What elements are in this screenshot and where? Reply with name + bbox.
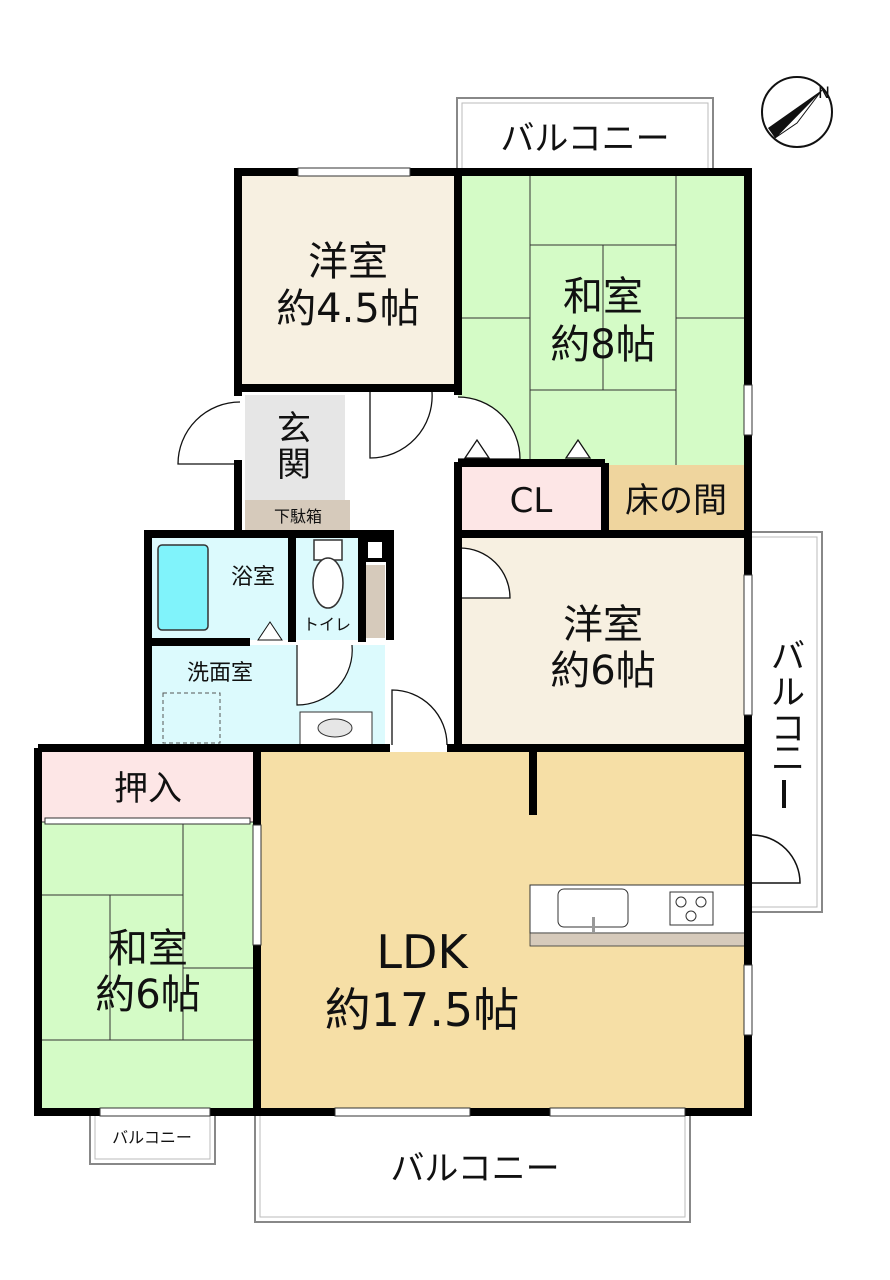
room-label: 浴室 <box>231 565 275 590</box>
room-label: 洋室 <box>563 602 643 648</box>
balcony-right-label: ル <box>771 673 805 713</box>
door-swing <box>296 644 353 706</box>
room-label: 和室 <box>563 274 643 320</box>
room-label: LDK <box>376 925 469 979</box>
room-label: 玄 <box>277 409 311 449</box>
room-western-45 <box>238 172 458 388</box>
room-japanese-6 <box>38 821 255 1112</box>
toilet-icon <box>312 539 344 609</box>
doors <box>177 391 592 746</box>
room-size: 約6帖 <box>550 648 655 694</box>
kitchen-counter <box>529 884 746 947</box>
room-tokonoma <box>605 465 748 532</box>
room-size: 約8帖 <box>550 322 655 368</box>
sink-icon <box>299 711 373 746</box>
door-swing <box>751 834 801 884</box>
room-oshiire <box>38 752 255 822</box>
room-label: 下駄箱 <box>274 507 322 526</box>
balcony-top-label: バルコニー <box>500 119 669 159</box>
room-size: 約6帖 <box>95 972 200 1018</box>
room-label: CL <box>510 481 553 521</box>
room-size: 約17.5帖 <box>325 983 519 1037</box>
balcony-right-label: コ <box>771 709 805 749</box>
balcony-top: バルコニー <box>456 97 714 173</box>
pipe-space <box>364 538 386 562</box>
compass-north-label: N <box>818 83 830 102</box>
balcony-right-label: ニ <box>771 739 805 779</box>
balcony-small-label: バルコニー <box>112 1128 192 1147</box>
windows <box>44 167 753 1117</box>
room-label: トイレ <box>303 615 351 634</box>
room-closet <box>458 465 605 532</box>
room-size: 約4.5帖 <box>276 286 420 332</box>
shoe-box <box>245 500 350 530</box>
room-label: 関 <box>277 445 311 485</box>
room-japanese-8 <box>458 172 748 465</box>
storage-shelf <box>365 565 385 638</box>
balcony-small: バルコニー <box>89 1111 216 1165</box>
bathtub <box>157 544 209 631</box>
balcony-bottom: バルコニー <box>254 1111 691 1223</box>
balcony-right: バ ル コ ニ <box>747 531 823 913</box>
compass-icon: N <box>761 76 833 148</box>
room-label: 洋室 <box>308 239 388 285</box>
stove-icon <box>669 891 714 926</box>
walls <box>34 168 752 1116</box>
balcony-right-dash <box>782 780 786 808</box>
room-entrance <box>245 395 345 500</box>
room-label: 和室 <box>108 926 188 972</box>
room-label: 押入 <box>114 769 182 809</box>
room-label: 床の間 <box>625 481 727 521</box>
balcony-right-label: バ <box>771 637 805 677</box>
room-label: 洗面室 <box>187 661 253 686</box>
door-marker <box>257 621 283 641</box>
room-western-6 <box>458 537 748 745</box>
balcony-bottom-label: バルコニー <box>390 1149 559 1189</box>
washer-space <box>162 692 221 744</box>
